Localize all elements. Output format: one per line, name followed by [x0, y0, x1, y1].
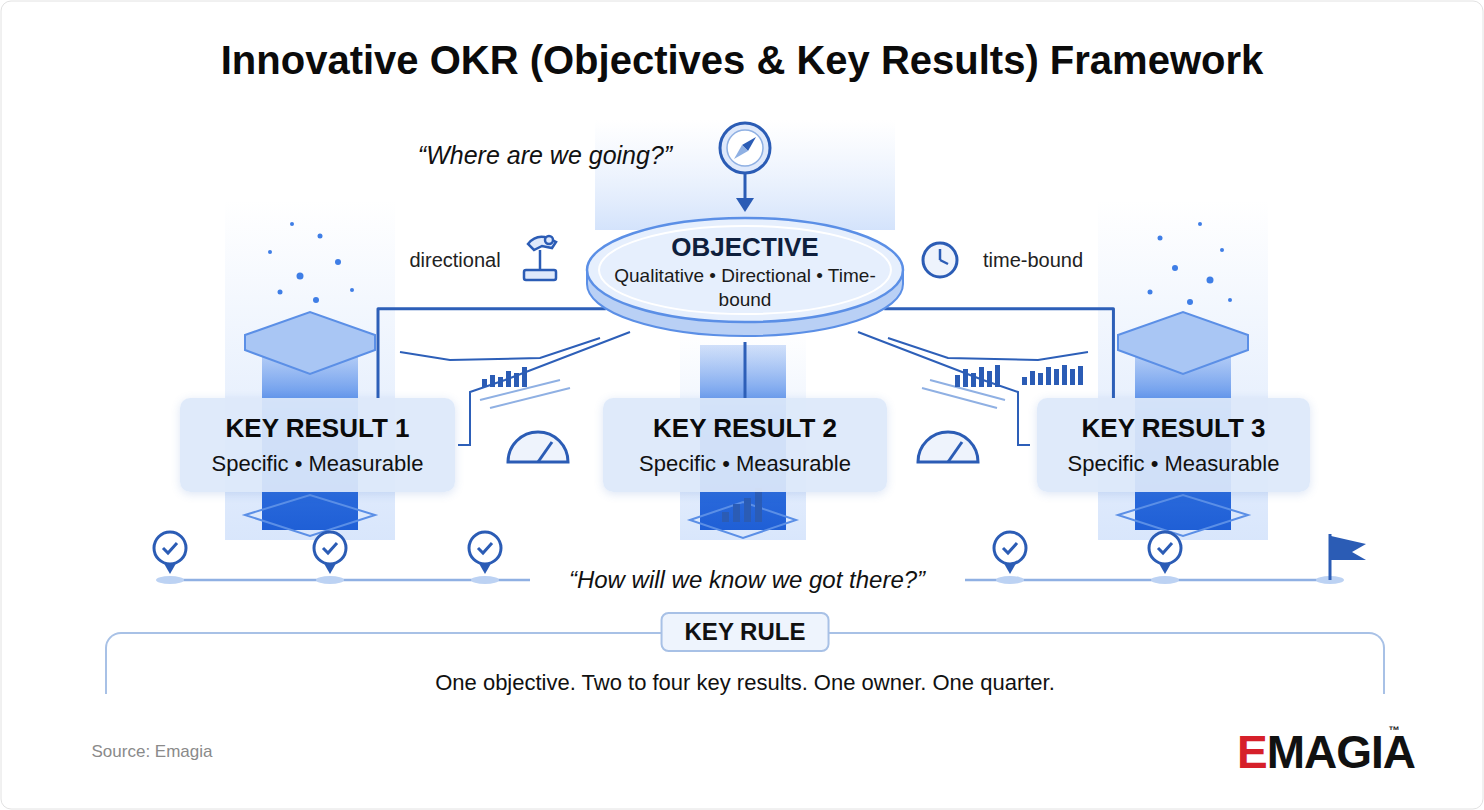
trademark: ™ — [1389, 724, 1400, 736]
connector-line — [378, 309, 606, 398]
clock-icon — [923, 243, 957, 277]
rule-text: One objective. Two to four key results. … — [107, 670, 1383, 696]
rule-tab: KEY RULE — [661, 612, 830, 652]
circuit-lines — [400, 332, 1088, 445]
disc-text: OBJECTIVEQualitative • Directional • Tim… — [585, 232, 905, 312]
node-body: Qualitative • Directional • Time-bound — [605, 264, 885, 312]
annotation: time-bound — [983, 249, 1083, 272]
node-body: Specific • Measurable — [212, 450, 424, 478]
node-heading: KEY RESULT 1 — [226, 412, 410, 444]
source-note: Source: Emagia — [92, 742, 213, 762]
question-text: “Where are we going?” — [418, 141, 672, 170]
objective-disc: OBJECTIVEQualitative • Directional • Tim… — [585, 212, 905, 342]
finish-flag — [1316, 534, 1366, 584]
key-result-box: KEY RESULT 1 Specific • Measurable — [180, 398, 455, 492]
compass-icon — [720, 123, 770, 212]
logo-text: EMAGIA — [1237, 725, 1415, 779]
question-text: “How will we know we got there?” — [557, 566, 937, 594]
node-heading: KEY RESULT 2 — [653, 412, 837, 444]
connector-line — [744, 342, 747, 398]
node-body: Specific • Measurable — [1068, 450, 1280, 478]
bar-charts — [482, 365, 1083, 522]
key-result-box: KEY RESULT 3 Specific • Measurable — [1037, 398, 1310, 492]
annotation: directional — [409, 249, 500, 272]
light-beam — [595, 120, 895, 230]
node-heading: KEY RESULT 3 — [1082, 412, 1266, 444]
node-body: Specific • Measurable — [639, 450, 851, 478]
lever-icon — [524, 236, 556, 280]
node-heading: OBJECTIVE — [671, 232, 818, 262]
diagram-title: Innovative OKR (Objectives & Key Results… — [0, 36, 1484, 84]
rule-band: KEY RULEOne objective. Two to four key r… — [105, 632, 1385, 694]
connector-line — [884, 309, 1113, 398]
key-result-box: KEY RESULT 2 Specific • Measurable — [603, 398, 887, 492]
